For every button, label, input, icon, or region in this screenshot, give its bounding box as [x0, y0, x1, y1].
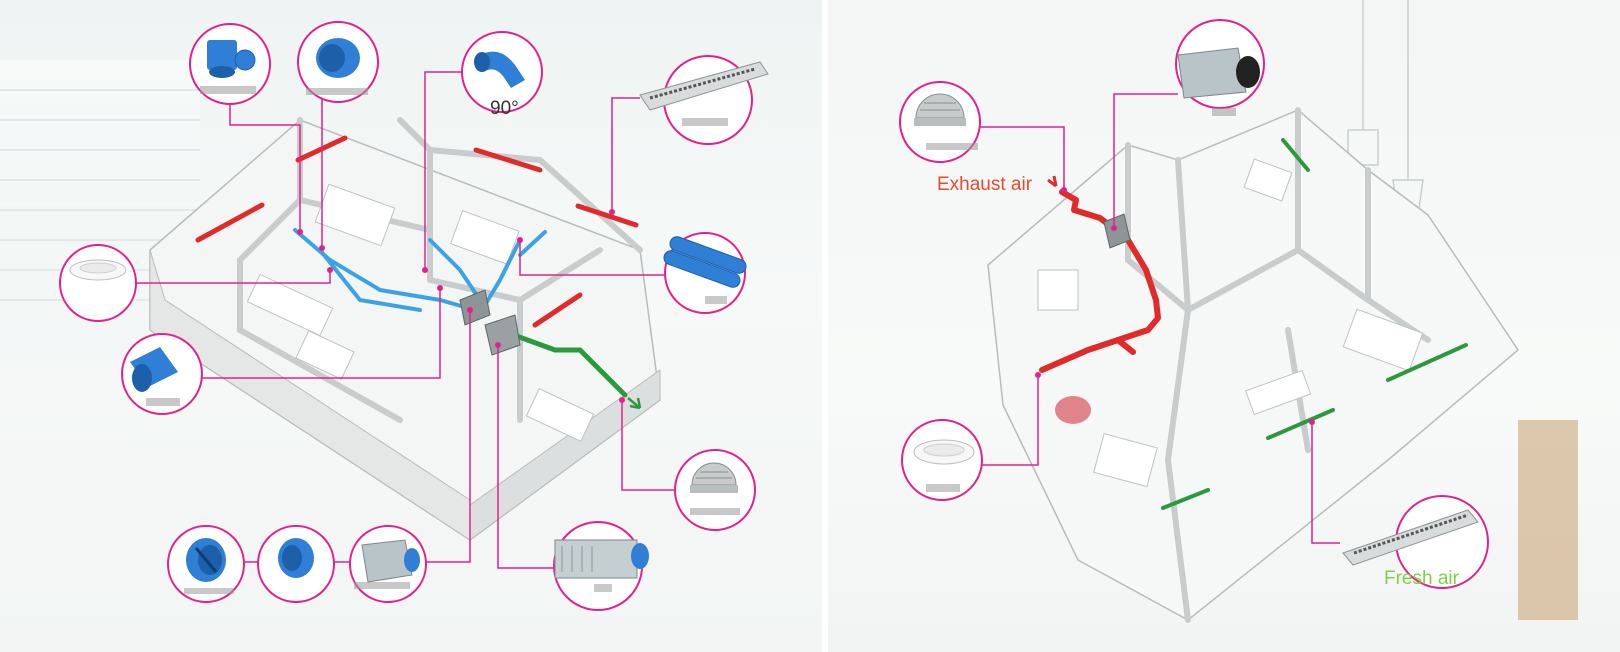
fresh-air-arrow-icon [627, 397, 642, 410]
fresh-air-duct [497, 327, 628, 398]
round-diffuser-icon [69, 259, 127, 281]
callout-flexible-duct[interactable] [662, 232, 748, 314]
fresh-air-label: Fresh air [1384, 568, 1459, 589]
fresh-air-grille-bars [1161, 138, 1468, 510]
callout-round-diffuser[interactable] [59, 244, 137, 322]
left-diagram-panel: 90° [0, 0, 822, 652]
exhaust-air-label: Exhaust air [937, 174, 1033, 195]
callout-linear-grille[interactable] [1342, 495, 1489, 589]
side-furniture [1518, 420, 1578, 620]
apartment-floor [149, 117, 661, 541]
damper-icon [186, 538, 226, 582]
callout-leader-lines [135, 71, 678, 569]
linear-grille-icon [1342, 509, 1479, 566]
right-diagram-panel: Exhaust air Fresh air [828, 0, 1620, 652]
callout-round-diffuser[interactable] [901, 419, 983, 501]
callout-weather-hood[interactable] [674, 449, 756, 531]
pouf-decoration [1055, 396, 1091, 424]
left-floorplan-illustration [0, 21, 769, 611]
weather-hood-icon [914, 93, 966, 126]
callout-anchor-dots [297, 209, 625, 403]
straight-connector-icon [278, 538, 314, 578]
callout-linear-grille[interactable] [639, 55, 769, 145]
callout-silencer-box[interactable] [349, 525, 427, 603]
tee-connector-icon [207, 40, 256, 78]
weather-hood-icon [690, 462, 738, 493]
round-diffuser-icon [913, 439, 975, 465]
callout-reducer[interactable] [121, 333, 203, 415]
elbow-90-icon [474, 51, 525, 88]
elbow-angle-label: 90° [490, 98, 519, 119]
exhaust-arrow-icon [1047, 175, 1058, 188]
callout-damper[interactable] [167, 525, 245, 603]
inline-fan-box [1103, 213, 1131, 249]
exhaust-duct-route [1039, 189, 1161, 373]
ventilation-unit-icon [554, 539, 649, 579]
linear-grille-icon [639, 61, 769, 111]
callout-straight-connector[interactable] [257, 525, 335, 603]
duct-connector-icon [316, 38, 360, 78]
callout-elbow-90[interactable] [461, 31, 543, 113]
flexible-duct-icon [663, 236, 747, 288]
callout-leader-lines [968, 93, 1340, 544]
silencer-box-icon [361, 539, 420, 583]
supply-duct-network [293, 228, 547, 312]
silencer-box-icon [1177, 47, 1260, 99]
callout-weather-hood[interactable] [899, 81, 981, 163]
callout-tee-connector[interactable] [189, 23, 271, 105]
right-floorplan-illustration [899, 0, 1578, 623]
reducer-icon [130, 347, 178, 392]
callout-ventilation-unit[interactable] [553, 521, 649, 611]
callout-silencer-box[interactable] [1175, 19, 1265, 116]
callout-duct-connector[interactable] [297, 21, 379, 103]
ventilation-unit-boxes [459, 289, 521, 356]
